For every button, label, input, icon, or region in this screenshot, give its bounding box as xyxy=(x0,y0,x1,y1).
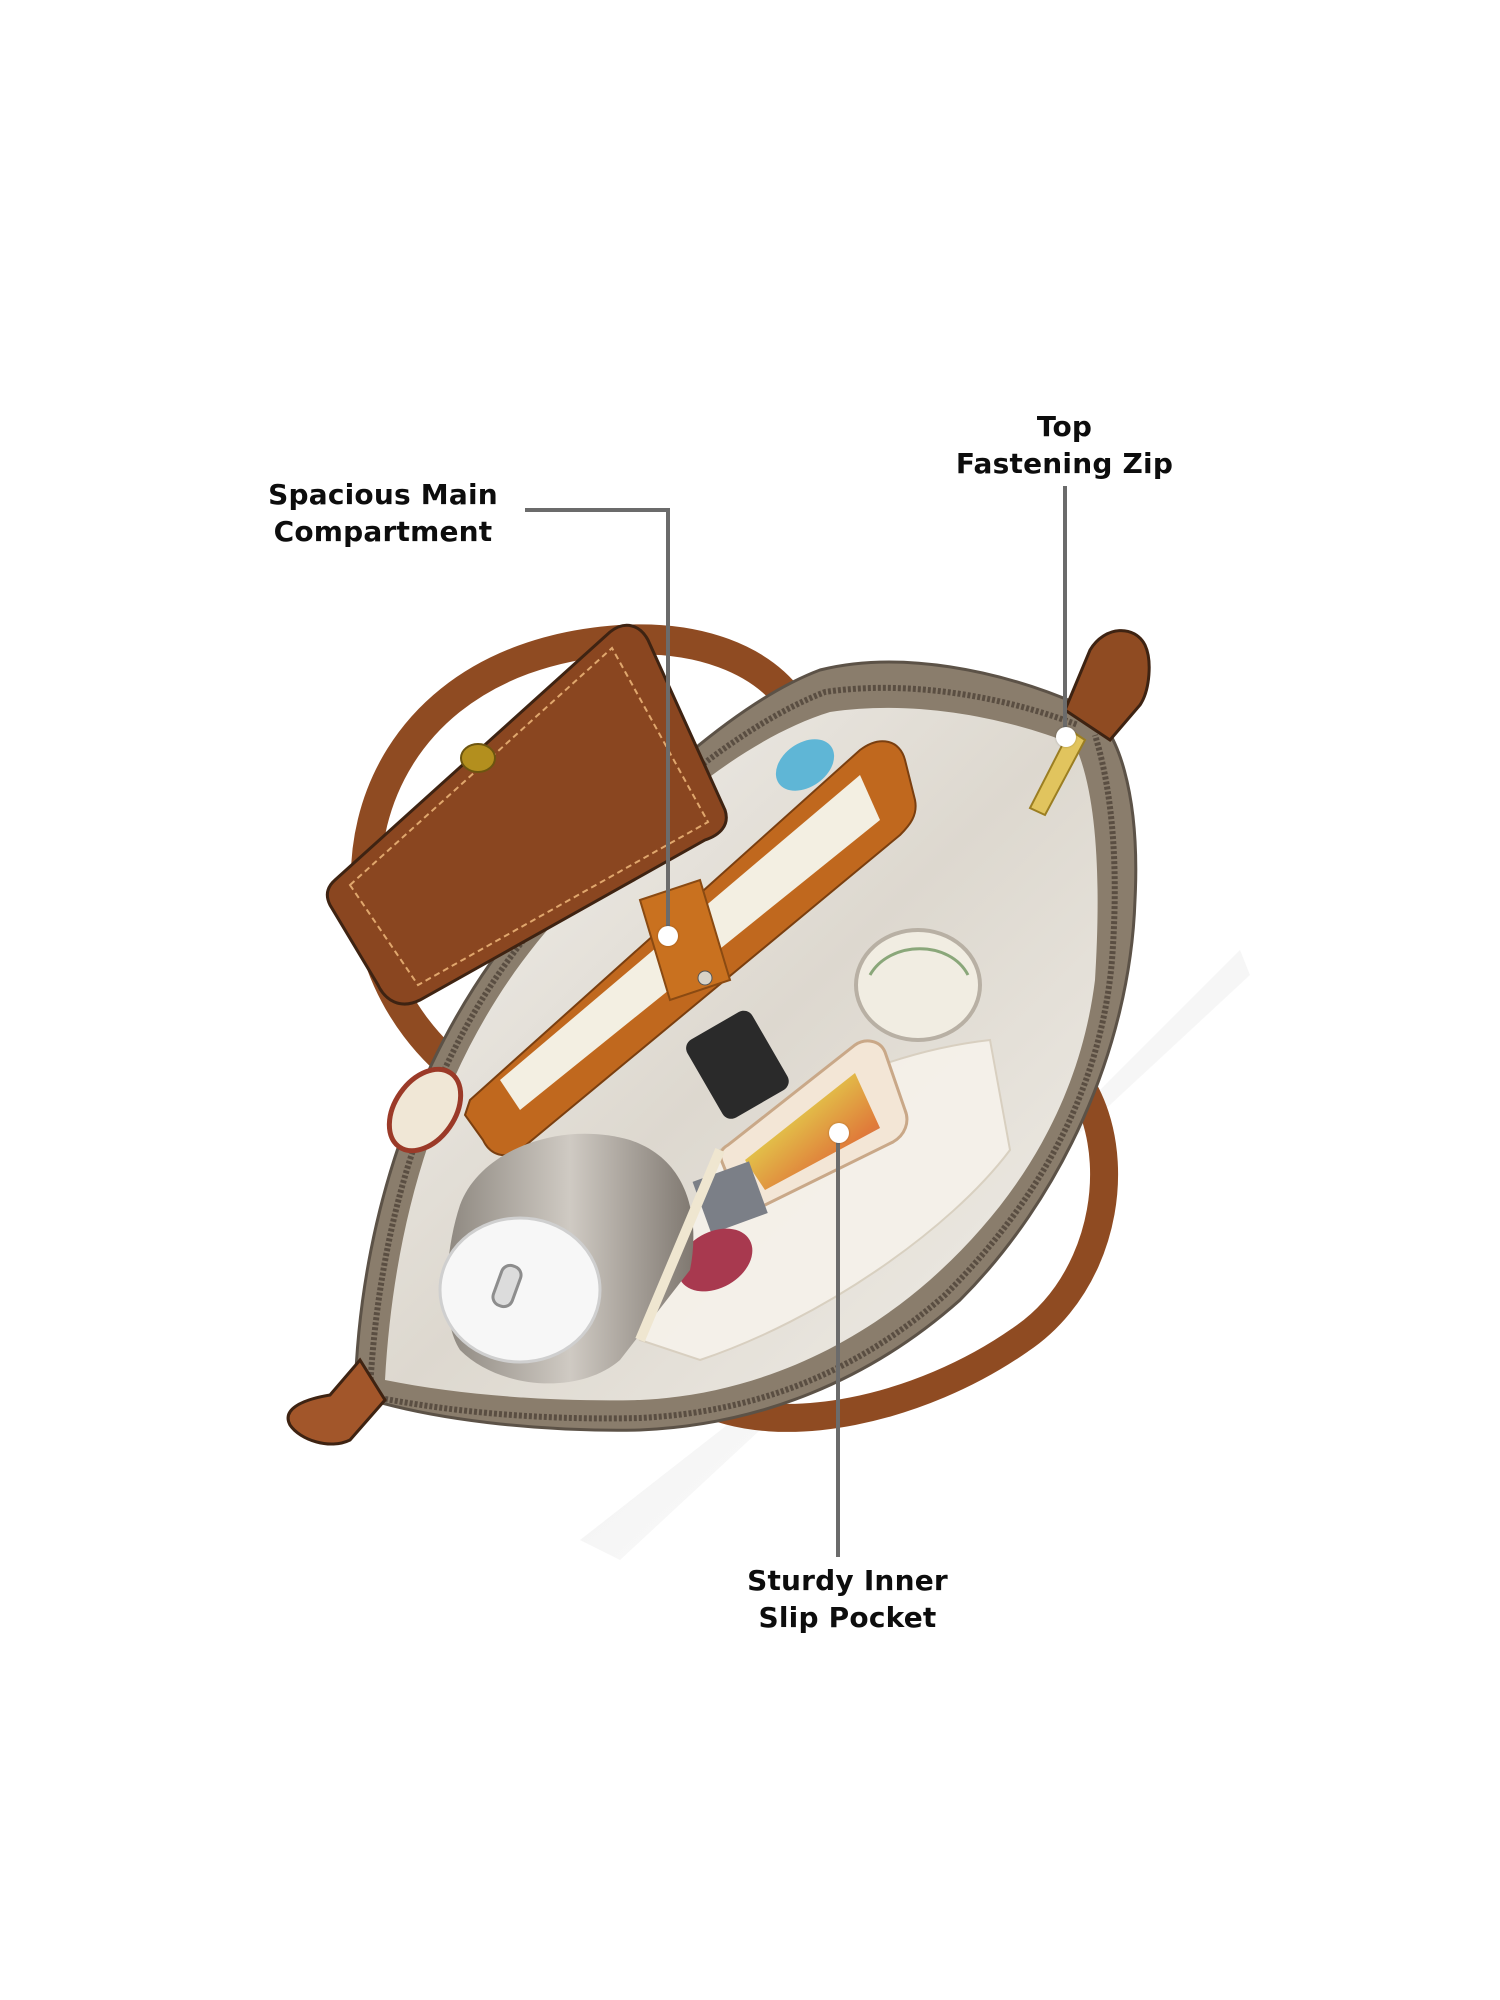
leader-line-top-zip xyxy=(1063,486,1067,736)
callout-top-zip-line2: Fastening Zip xyxy=(955,447,1174,480)
lipstick xyxy=(677,1228,753,1292)
leather-flap xyxy=(325,623,728,1006)
callout-main-compartment-dot xyxy=(658,926,678,946)
bag-shadow xyxy=(580,950,1250,1560)
bottle-cap xyxy=(438,1216,602,1364)
zipper-track-top xyxy=(367,684,1080,1391)
leader-line-inner-pocket xyxy=(836,1133,840,1557)
leather-tab-right xyxy=(1063,629,1151,742)
callout-main-compartment-line2: Compartment xyxy=(273,515,493,548)
notebook-strap xyxy=(638,878,732,1002)
callout-main-compartment-line1: Spacious Main xyxy=(268,478,498,511)
callout-inner-pocket-line1: Sturdy Inner xyxy=(747,1564,948,1597)
callout-top-zip-dot xyxy=(1056,727,1076,747)
callout-inner-pocket-label: Sturdy Inner Slip Pocket xyxy=(740,1562,955,1636)
callout-top-zip-line1: Top xyxy=(1036,410,1093,443)
callout-main-compartment-label: Spacious Main Compartment xyxy=(268,476,498,550)
callout-inner-pocket-line2: Slip Pocket xyxy=(758,1601,937,1634)
compact-mirror xyxy=(854,928,982,1042)
callout-inner-pocket-dot xyxy=(829,1123,849,1143)
leader-line-main-compartment-vertical xyxy=(666,508,670,936)
leather-tab-left xyxy=(286,1357,387,1446)
black-usb-drive xyxy=(686,1010,789,1119)
callout-top-zip-label: Top Fastening Zip xyxy=(952,408,1177,482)
zipper-pull xyxy=(1028,728,1087,817)
leader-line-main-compartment-horizontal xyxy=(525,508,670,512)
snap-button xyxy=(460,743,496,773)
zipper-track-bottom xyxy=(379,734,1118,1422)
